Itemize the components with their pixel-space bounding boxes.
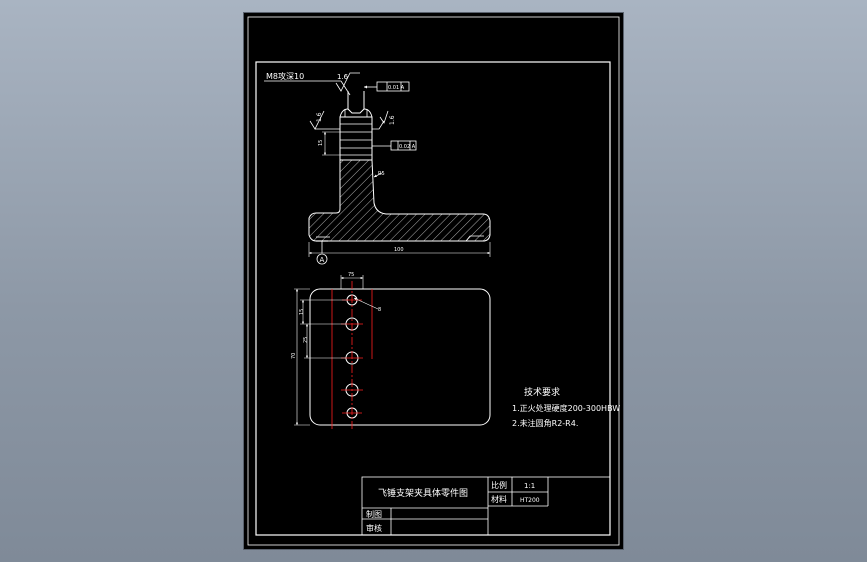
scale-value: 1:1 (524, 482, 535, 490)
drawn-label: 制图 (366, 509, 382, 519)
scale-label: 比例 (491, 480, 507, 490)
dim-length: 100 (394, 247, 404, 253)
roughness-top: 1.6 (337, 73, 349, 81)
cad-drawing: M8攻深10 1.6 0.01 A 1.6 1.6 0.02 A 15 R5 (247, 16, 620, 546)
dim-hole: 8 (378, 307, 381, 313)
outer-border (247, 16, 620, 546)
dim-left-height: 15 (318, 140, 324, 146)
title-block (361, 476, 611, 536)
plate-outline (309, 288, 491, 426)
dim-plan-height: 70 (291, 353, 297, 359)
section-annotations: M8攻深10 1.6 0.01 A 1.6 1.6 0.02 A 15 R5 (264, 71, 491, 265)
roughness-left: 1.6 (316, 112, 323, 122)
tolerance-frame-top: 0.01 A (388, 85, 405, 91)
hatched-body (308, 159, 491, 242)
material-label: 材料 (491, 494, 507, 504)
thread-callout: M8攻深10 (266, 71, 304, 81)
inner-border (255, 61, 611, 536)
drawing-sheet: M8攻深10 1.6 0.01 A 1.6 1.6 0.02 A 15 R5 (244, 13, 623, 549)
checked-label: 审核 (366, 523, 382, 533)
tech-req-heading: 技术要求 (524, 386, 560, 398)
tolerance-frame-mid: 0.02 A (399, 144, 416, 150)
datum-symbol (316, 253, 328, 265)
roughness-right: 1.6 (389, 115, 396, 125)
dim-pitch-1: 15 (299, 309, 305, 315)
tech-req-item-1: 1.正火处理硬度200-300HBW (512, 403, 620, 413)
material-value: HT200 (520, 497, 540, 504)
dim-fillet: R5 (378, 171, 385, 177)
technical-requirements: 技术要求 1.正火处理硬度200-300HBW 2.未注圆角R2-R4. (512, 386, 620, 428)
dim-pitch-2: 25 (303, 337, 309, 343)
plan-view: 75 8 15 25 70 (291, 272, 491, 429)
tech-req-item-2: 2.未注圆角R2-R4. (512, 418, 578, 428)
dim-plan-width: 75 (348, 272, 354, 278)
boss-block (339, 116, 373, 161)
datum-label: A (320, 256, 325, 264)
section-view (308, 91, 491, 242)
drawing-title: 飞锤支架夹具体零件图 (378, 487, 468, 499)
